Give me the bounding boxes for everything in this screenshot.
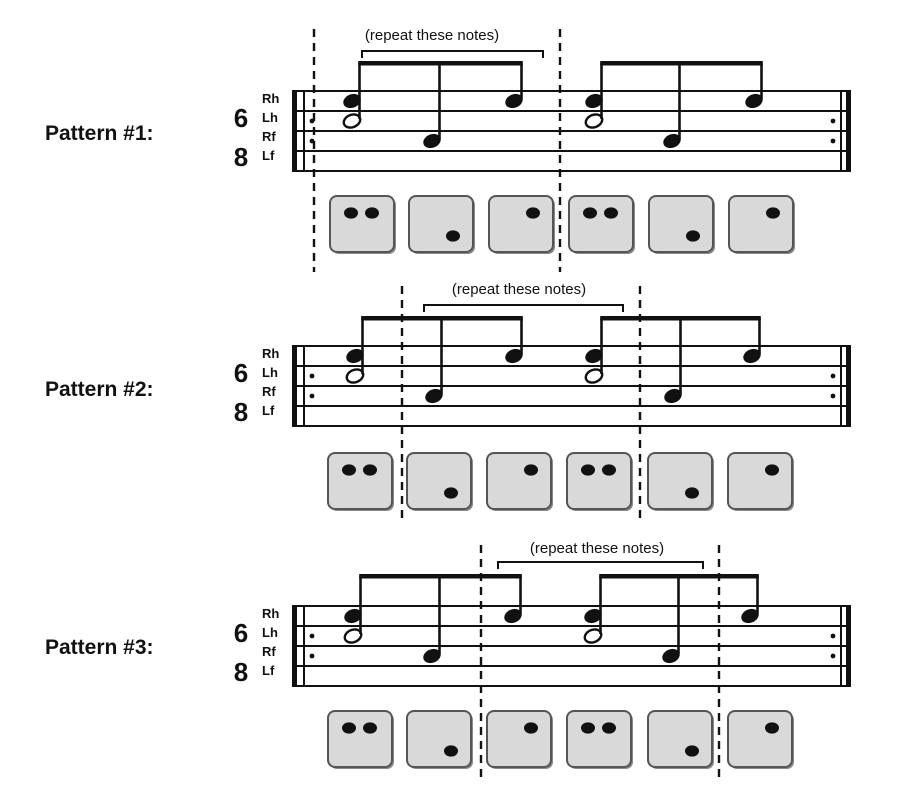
time-signature-top: 6 (234, 618, 248, 648)
repeat-dot (309, 373, 315, 379)
step-box (566, 452, 632, 510)
step-dot (524, 722, 538, 734)
note-beam (600, 61, 763, 66)
step-box (648, 195, 714, 253)
pattern-1-label: Pattern #1: (45, 122, 154, 145)
step-dot (766, 207, 780, 219)
repeat-dot (830, 118, 836, 124)
repeat-dot (309, 633, 315, 639)
step-dot (363, 464, 377, 476)
time-signature-bottom: 8 (234, 657, 248, 687)
step-dot (602, 722, 616, 734)
step-box (327, 710, 393, 768)
note-beam (361, 316, 523, 321)
step-dot (444, 487, 458, 499)
step-dot (526, 207, 540, 219)
repeat-label: (repeat these notes) (452, 281, 586, 298)
note-beam (600, 316, 761, 321)
voice-label-lf: Lf (262, 148, 275, 163)
step-box (406, 710, 472, 768)
step-dot (581, 464, 595, 476)
barline-thick-left (292, 91, 297, 171)
step-box (727, 452, 793, 510)
voice-label-rf: Rf (262, 384, 276, 399)
step-dot (604, 207, 618, 219)
barline-thick-right (846, 346, 851, 426)
step-box (406, 452, 472, 510)
pattern-3-label: Pattern #3: (45, 636, 154, 659)
step-dot (583, 207, 597, 219)
step-box (647, 710, 713, 768)
step-dot (602, 464, 616, 476)
step-dot (344, 207, 358, 219)
step-box (727, 710, 793, 768)
repeat-dot (309, 653, 315, 659)
step-box (488, 195, 554, 253)
repeat-dot (830, 138, 836, 144)
voice-label-rh: Rh (262, 606, 279, 621)
repeat-label: (repeat these notes) (365, 27, 499, 44)
repeat-dot (830, 633, 836, 639)
repeat-dot (830, 393, 836, 399)
step-box (408, 195, 474, 253)
repeat-bracket (423, 304, 624, 312)
step-box (486, 452, 552, 510)
step-dot (342, 722, 356, 734)
repeat-dot (309, 393, 315, 399)
step-box (486, 710, 552, 768)
time-signature-bottom: 8 (234, 142, 248, 172)
barline-thick-right (846, 91, 851, 171)
voice-label-rf: Rf (262, 129, 276, 144)
repeat-label: (repeat these notes) (530, 540, 664, 557)
step-dot (581, 722, 595, 734)
step-dot (765, 464, 779, 476)
voice-label-lh: Lh (262, 110, 278, 125)
step-dot (524, 464, 538, 476)
voice-label-lh: Lh (262, 625, 278, 640)
step-box (329, 195, 395, 253)
voice-label-rh: Rh (262, 346, 279, 361)
voice-label-rh: Rh (262, 91, 279, 106)
barline-thick-left (292, 606, 297, 686)
repeat-bracket (361, 50, 544, 58)
step-box (327, 452, 393, 510)
time-signature-top: 6 (234, 358, 248, 388)
note-beam (359, 574, 522, 579)
voice-label-lf: Lf (262, 663, 275, 678)
step-dot (444, 745, 458, 757)
step-dot (365, 207, 379, 219)
step-box (568, 195, 634, 253)
step-dot (342, 464, 356, 476)
pattern-2-label: Pattern #2: (45, 378, 154, 401)
step-box (566, 710, 632, 768)
step-dot (446, 230, 460, 242)
note-beam (599, 574, 759, 579)
barline-thick-left (292, 346, 297, 426)
note-beam (358, 61, 523, 66)
voice-label-lf: Lf (262, 403, 275, 418)
time-signature-top: 6 (234, 103, 248, 133)
repeat-dot (830, 653, 836, 659)
step-box (647, 452, 713, 510)
repeat-bracket (497, 561, 704, 569)
voice-label-lh: Lh (262, 365, 278, 380)
barline-thick-right (846, 606, 851, 686)
step-dot (685, 745, 699, 757)
repeat-dot (830, 373, 836, 379)
step-dot (765, 722, 779, 734)
voice-label-rf: Rf (262, 644, 276, 659)
step-box (728, 195, 794, 253)
step-dot (363, 722, 377, 734)
step-dot (685, 487, 699, 499)
step-dot (686, 230, 700, 242)
time-signature-bottom: 8 (234, 397, 248, 427)
